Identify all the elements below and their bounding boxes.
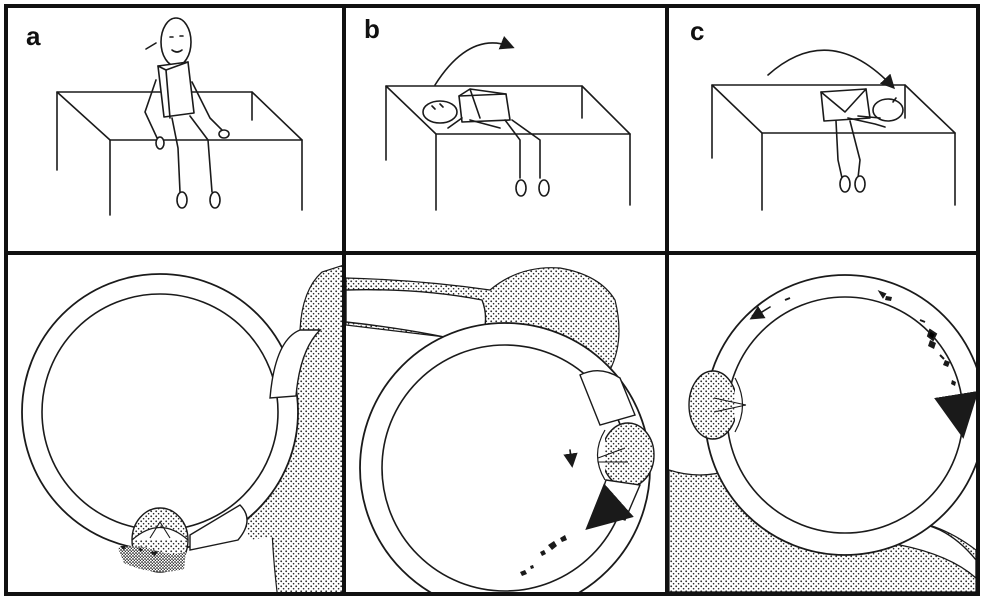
panel-b-lying-figure <box>386 43 630 210</box>
panel-c-canal <box>669 275 982 592</box>
panel-label-b: b <box>364 14 380 44</box>
person-c <box>821 89 903 192</box>
rotation-arrow-b <box>435 43 512 85</box>
panel-a-canal <box>22 265 344 599</box>
panel-label-c: c <box>690 16 704 46</box>
panel-c-lying-figure <box>712 50 955 210</box>
panel-a-sitting-figure <box>57 18 302 215</box>
rotation-arrow-c <box>768 50 893 87</box>
person-a <box>145 18 229 208</box>
panel-b-canal <box>346 268 654 599</box>
panel-label-a: a <box>26 21 41 51</box>
person-b <box>423 89 549 196</box>
